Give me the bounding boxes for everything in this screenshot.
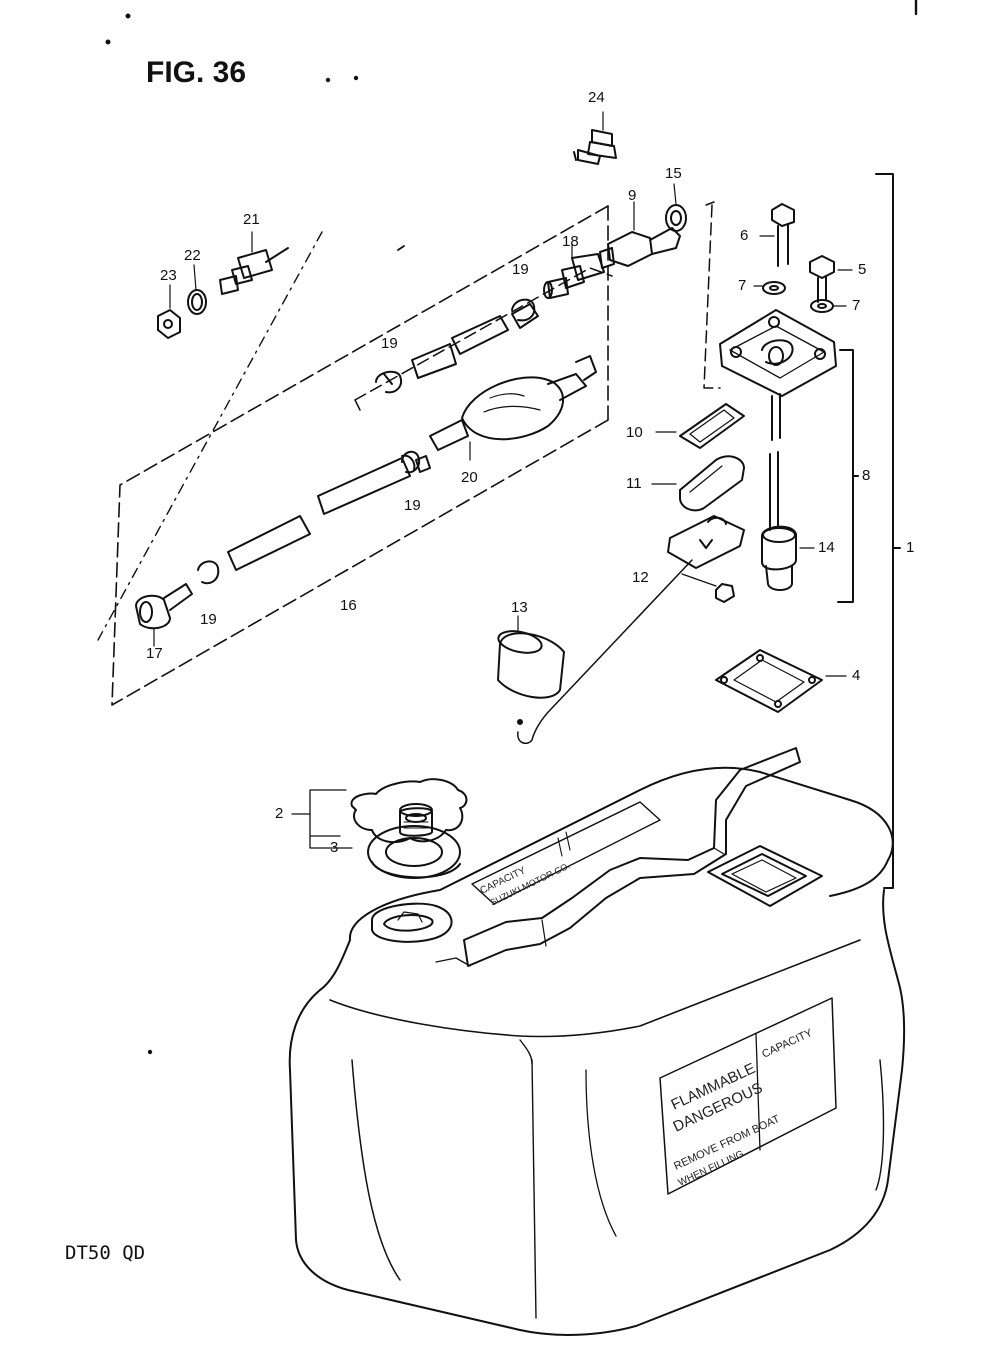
callout-6: 6 [740, 227, 749, 244]
part-12-float-bracket [517, 515, 745, 745]
callout-19b: 19 [512, 261, 529, 278]
part-21-connector [219, 231, 289, 295]
part-17-connector [135, 583, 193, 647]
callout-8: 8 [862, 467, 871, 484]
part-10-gasket [655, 403, 745, 449]
fuel-tank [288, 747, 906, 1336]
callout-10: 10 [626, 424, 643, 441]
bracket-assembly-8 [837, 349, 859, 603]
callout-19a: 19 [381, 335, 398, 352]
part-19-clamp-b [511, 298, 536, 322]
fitting-outline [703, 201, 721, 389]
part-2-cap [350, 778, 468, 844]
part-8-pickup-plate [719, 309, 837, 531]
lower-hose [227, 454, 431, 571]
guide-line-left [97, 231, 323, 641]
part-14-filter [761, 525, 815, 591]
callout-13: 13 [511, 599, 528, 616]
callout-leaders-2-3 [291, 789, 353, 849]
part-11-cover [651, 455, 745, 512]
part-22-clip [187, 264, 207, 315]
callout-22: 22 [184, 247, 201, 264]
callout-18: 18 [562, 233, 579, 250]
callout-14: 14 [818, 539, 835, 556]
callout-24: 24 [588, 89, 605, 106]
tank-label-capacity-side: CAPACITY [760, 1027, 815, 1061]
callout-7a: 7 [738, 277, 747, 294]
callout-2: 2 [275, 805, 284, 822]
callout-11: 11 [626, 475, 642, 492]
part-4-gasket [715, 649, 847, 713]
part-20-primer-bulb [429, 355, 597, 461]
callout-19c: 19 [404, 497, 421, 514]
callout-19d: 19 [200, 611, 217, 628]
part-5-bolt [809, 255, 853, 303]
callout-16: 16 [340, 597, 357, 614]
callout-15: 15 [665, 165, 682, 182]
model-code: DT50 QD [65, 1242, 146, 1264]
callout-4: 4 [852, 667, 861, 684]
callout-9: 9 [628, 187, 637, 204]
part-18-connector [543, 243, 605, 299]
callout-12: 12 [632, 569, 649, 586]
part-19-clamp-a [375, 370, 402, 394]
part-13-float [497, 615, 565, 699]
part-24-connector [573, 111, 617, 165]
part-15-washer [665, 183, 687, 232]
upper-hose [411, 303, 539, 379]
callout-21: 21 [243, 211, 260, 228]
hose-subset-outline [354, 267, 613, 411]
tank-warning-text: FLAMMABLE DANGEROUS REMOVE FROM BOAT WHE… [478, 861, 814, 1189]
figure-title: FIG. 36 [146, 56, 247, 89]
part-19-clamp-d [197, 560, 220, 585]
hose-set-outline [111, 205, 609, 706]
part-3-gasket [367, 825, 461, 879]
part-19-clamp-c [401, 450, 420, 474]
part-7-washer-b [810, 299, 847, 313]
callout-5: 5 [858, 261, 867, 278]
bracket-assembly-1 [875, 173, 901, 889]
part-6-bolt [759, 203, 795, 267]
callout-3: 3 [330, 839, 339, 856]
callout-7b: 7 [852, 297, 861, 314]
part-9-connector [599, 201, 681, 269]
part-7-washer-a [753, 281, 786, 295]
callout-23: 23 [160, 267, 177, 284]
callout-17: 17 [146, 645, 163, 662]
callout-20: 20 [461, 469, 478, 486]
callout-1: 1 [906, 539, 915, 556]
part-23-nut [157, 284, 181, 339]
